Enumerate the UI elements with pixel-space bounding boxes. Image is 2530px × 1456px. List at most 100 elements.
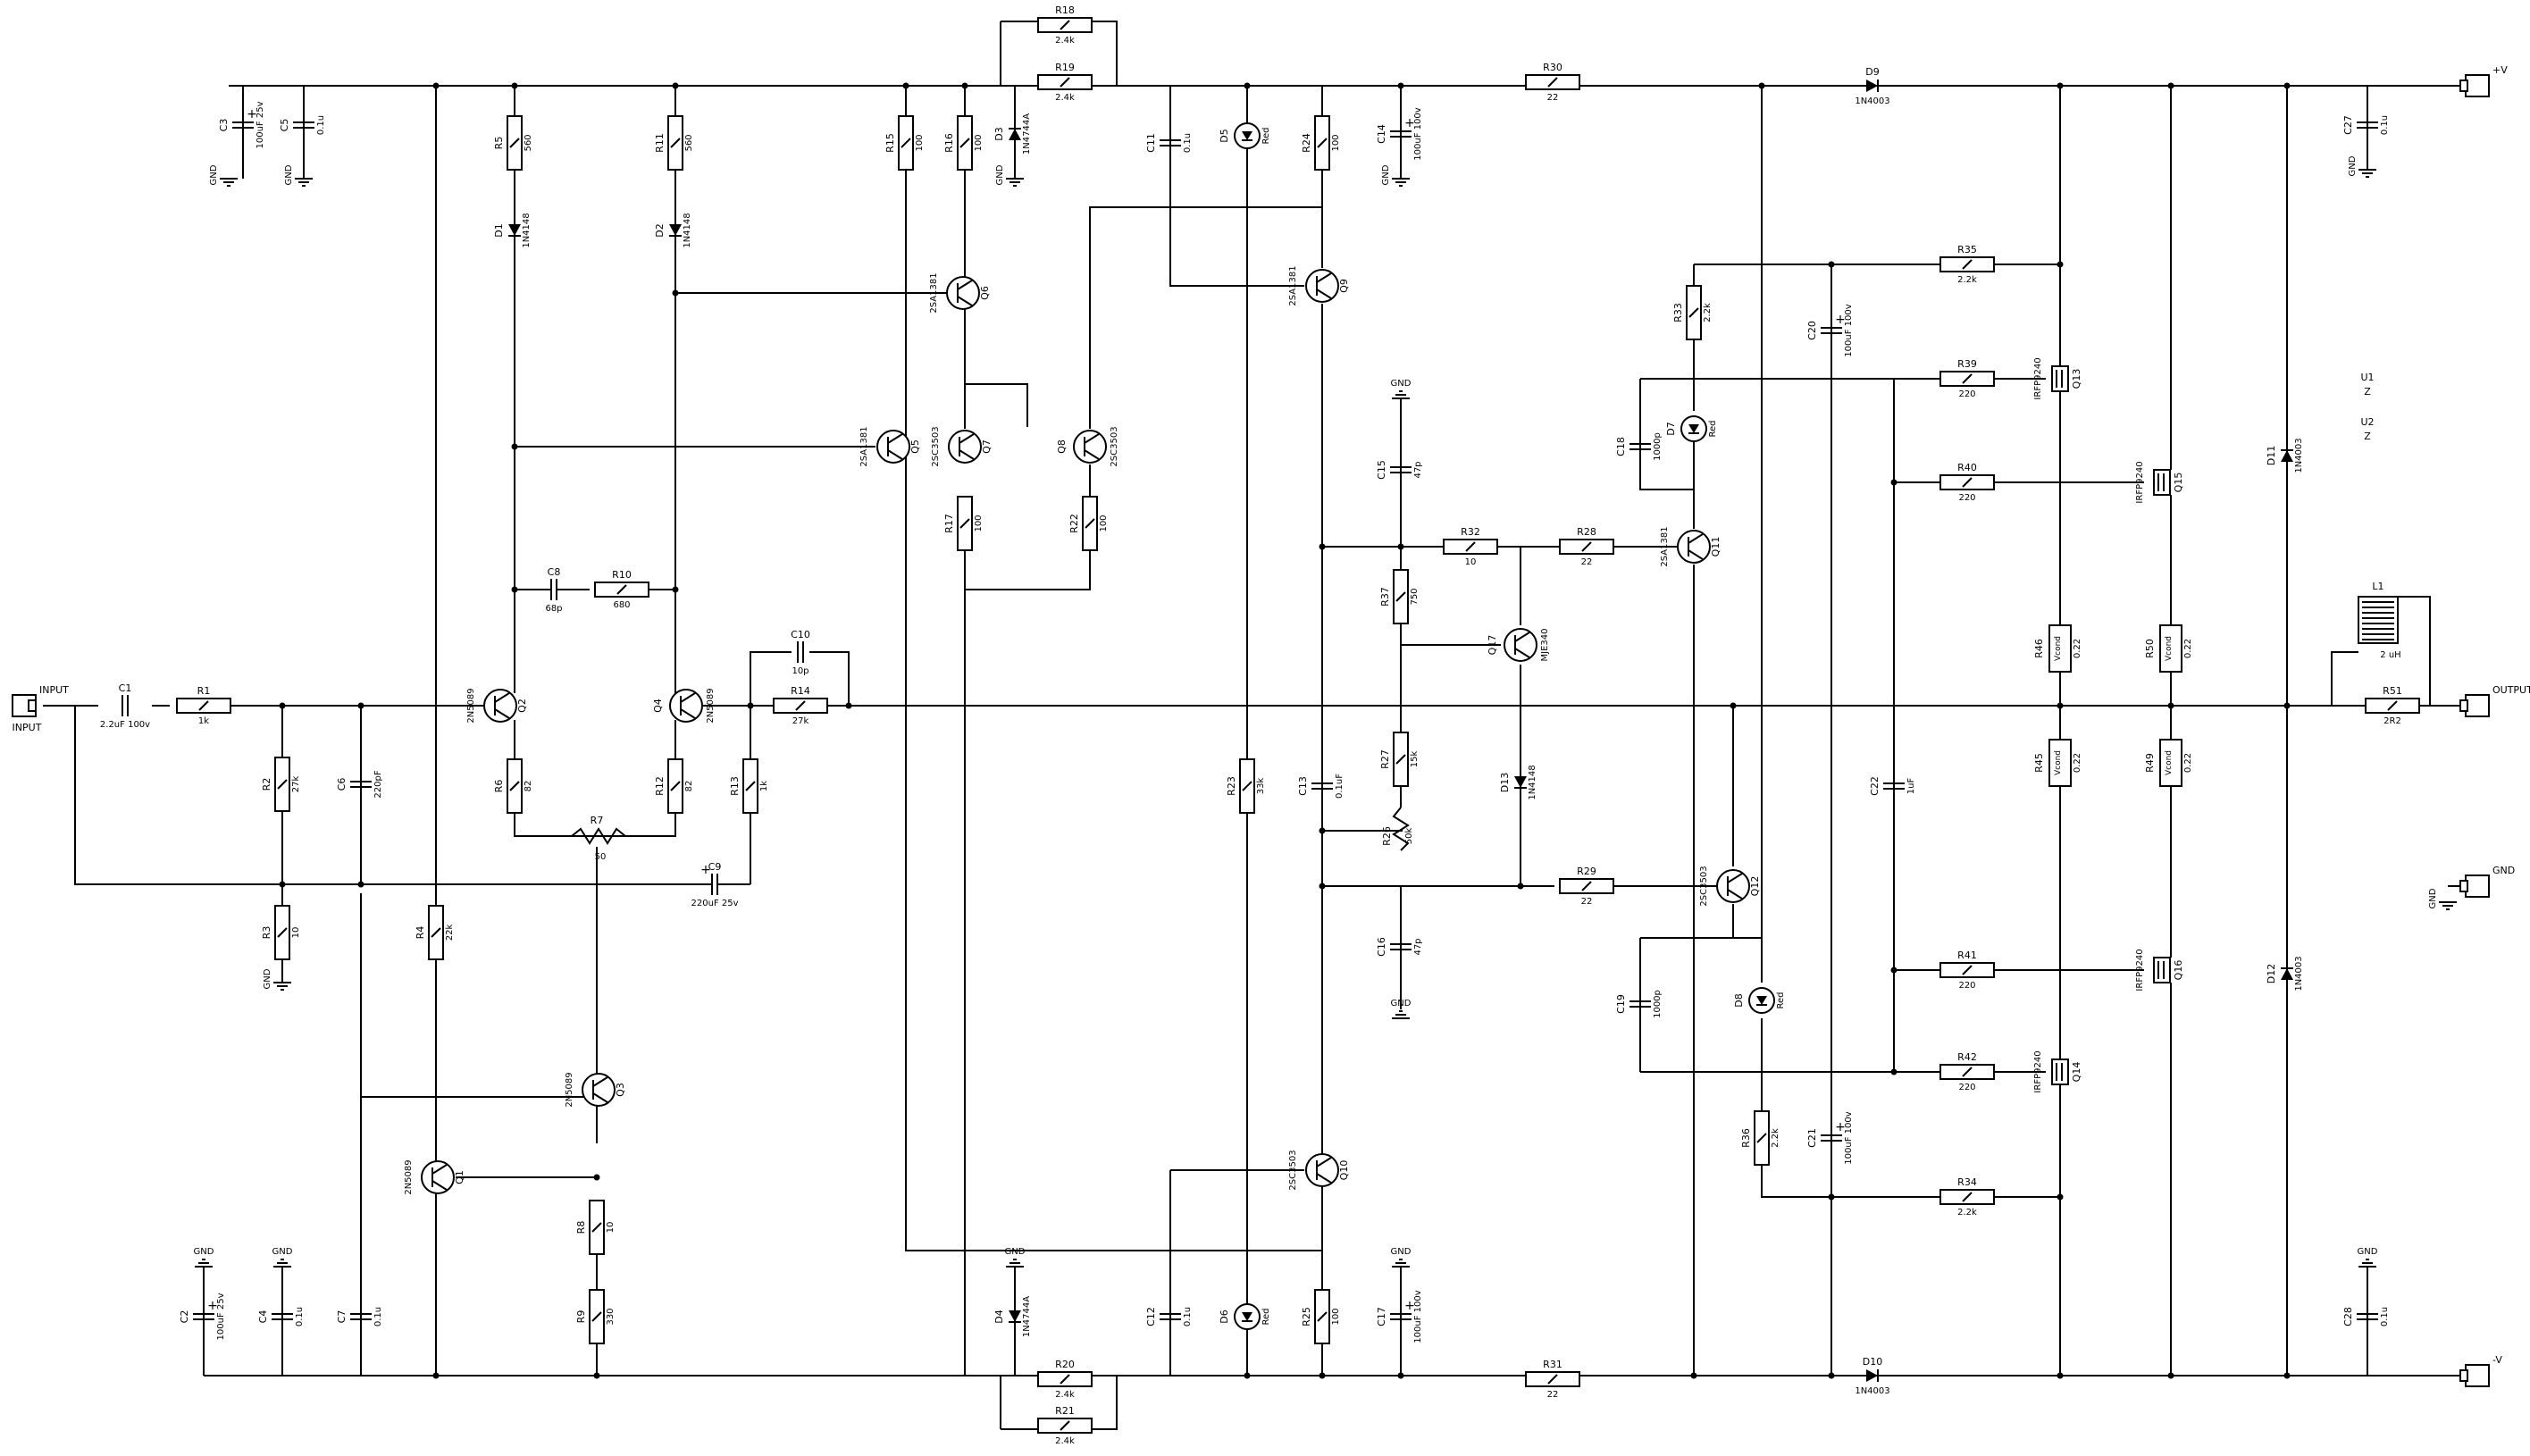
resistor-mark: [1060, 1374, 1070, 1385]
value-Q13: IRFP9240: [2033, 357, 2043, 399]
resistor-mark: [198, 700, 209, 711]
resistor-mark: [959, 138, 970, 148]
ref-C13: C13: [1297, 776, 1309, 796]
value-U2: Z: [2364, 431, 2371, 442]
gnd-label: GND: [1391, 999, 1412, 1008]
junction-dot: [1319, 827, 1326, 834]
transistor-collector: [1514, 632, 1530, 642]
wire: [1761, 1165, 1965, 1198]
ref-R42: R42: [1957, 1051, 1977, 1063]
ref-Q14: Q14: [2071, 1062, 2082, 1083]
connector-pin: [2459, 699, 2468, 712]
ref-C28: C28: [2342, 1307, 2354, 1326]
transistor-collector: [959, 433, 975, 444]
ref-R1: R1: [197, 685, 211, 697]
value-C18: 1000p: [1653, 432, 1663, 461]
ref-R21: R21: [1055, 1405, 1075, 1417]
value-Q9: 2SA1381: [1288, 265, 1298, 305]
transistor-collector: [592, 1076, 608, 1087]
value-D7: Red: [1708, 421, 1718, 438]
wire: [1169, 86, 1304, 287]
diode-D12: [2281, 968, 2293, 980]
gnd-label: GND: [263, 968, 272, 989]
resistor-R46: [2048, 624, 2072, 673]
value-R3: 10: [291, 927, 301, 939]
ref-R45: R45: [2033, 753, 2045, 773]
junction-dot: [672, 586, 679, 593]
wire: [2398, 596, 2431, 706]
transistor-emitter: [431, 1180, 448, 1191]
resistor-mark: [1060, 1420, 1070, 1431]
value-C14: 100uF 100v: [1413, 107, 1423, 160]
gnd-label: GND: [1005, 1247, 1026, 1257]
value-C27: 0.1u: [2380, 115, 2390, 135]
ref-Q10: Q10: [1338, 1160, 1350, 1181]
ref-R23: R23: [1226, 776, 1237, 796]
value-R28: 22: [1581, 557, 1593, 567]
ref-R16: R16: [943, 133, 955, 153]
resistor-mark: [277, 927, 288, 938]
connector-pin: [2459, 1369, 2468, 1382]
transistor-emitter: [1084, 449, 1100, 460]
ref-D8: D8: [1733, 993, 1745, 1007]
ref-Q11: Q11: [1710, 537, 1722, 557]
ref-Q4: Q4: [652, 699, 664, 713]
value-C16: 47p: [1413, 938, 1423, 955]
transistor-Q2: [483, 689, 517, 723]
value-D6: Red: [1261, 1309, 1271, 1326]
resistor-mark: [277, 779, 288, 790]
value-Q3: 2N5089: [565, 1072, 574, 1107]
transistor-collector: [494, 692, 510, 703]
value-R4: 22k: [445, 925, 455, 941]
ref-R18: R18: [1055, 4, 1075, 16]
value-R7: 50: [595, 852, 607, 862]
ref-D2: D2: [654, 223, 666, 237]
value-R22: 100: [1099, 515, 1109, 531]
value-R30: 22: [1547, 93, 1559, 103]
value-C17: 100uF 100v: [1413, 1290, 1423, 1343]
resistor-mark: [591, 1311, 602, 1322]
value-R14: 27k: [792, 716, 809, 726]
value-R9: 330: [606, 1308, 616, 1325]
value-C20: 100uF 100v: [1844, 304, 1854, 356]
ref-R12: R12: [654, 776, 666, 796]
junction-dot: [1244, 1372, 1251, 1379]
value-R19: 2.4k: [1055, 93, 1075, 103]
value-R8: 10: [606, 1222, 616, 1234]
junction-dot: [2167, 82, 2174, 89]
ref-C10: C10: [791, 629, 810, 640]
resistor-mark: [1962, 373, 1973, 384]
resistor-mark: [1395, 754, 1406, 765]
ref-R24: R24: [1301, 133, 1312, 153]
transistor-Q7: [948, 430, 982, 464]
ref-R17: R17: [943, 514, 955, 533]
ref-R19: R19: [1055, 62, 1075, 73]
ref-D3: D3: [993, 127, 1005, 140]
ref-R41: R41: [1957, 950, 1977, 961]
value-Q12: 2SC3503: [1699, 866, 1709, 906]
value-D1: 1N4148: [522, 213, 532, 247]
value-R26: 50k: [1404, 828, 1414, 845]
ref-C21: C21: [1806, 1128, 1818, 1148]
junction-dot: [1828, 1193, 1835, 1201]
value-C10: 10p: [792, 666, 808, 676]
transistor-emitter: [592, 1092, 608, 1103]
value-D9: 1N4003: [1855, 96, 1889, 106]
value-C8: 68p: [545, 604, 562, 614]
diode-D9: [1866, 79, 1878, 92]
junction-dot: [1758, 82, 1765, 89]
connector-pin: [2459, 880, 2468, 892]
ref-R50: R50: [2144, 639, 2156, 658]
ref-Q8: Q8: [1056, 439, 1068, 454]
value-Q11: 2SA1381: [1660, 526, 1670, 566]
junction-dot: [672, 82, 679, 89]
ref-D1: D1: [493, 223, 505, 237]
value-D11: 1N4003: [2294, 438, 2304, 473]
led-triangle: [1688, 424, 1699, 433]
ref-R13: R13: [729, 776, 741, 796]
transistor-Q17: [1504, 628, 1537, 662]
transistor-collector: [1727, 873, 1743, 883]
value-Q4: 2N5089: [706, 688, 716, 723]
value-R45: 0.22: [2073, 753, 2082, 773]
wire: [74, 706, 688, 885]
